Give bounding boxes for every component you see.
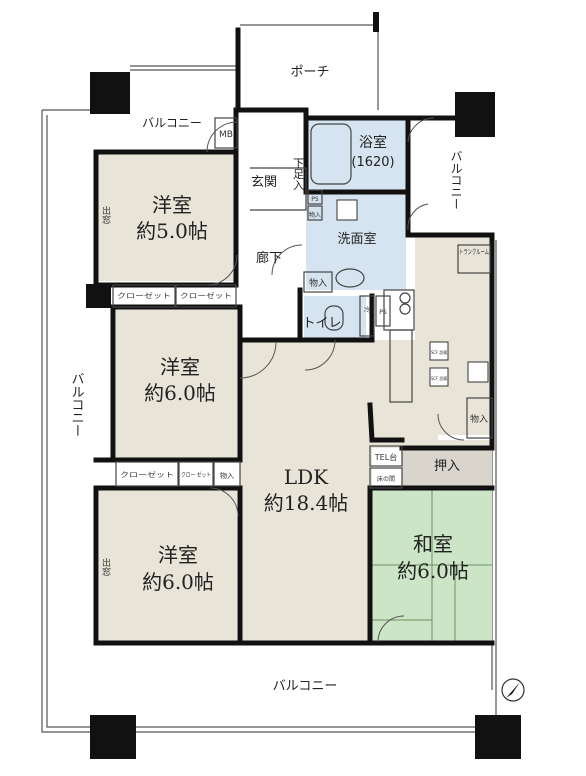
- tatami-lines: [372, 488, 492, 641]
- storage-label-1: 物入: [309, 211, 321, 219]
- trunk-room-label: トランクルーム: [459, 248, 489, 256]
- western-1-size: 約5.0帖: [136, 219, 208, 243]
- demado-label-1: 出窓: [100, 205, 111, 224]
- closet-label-2: クローゼット: [180, 291, 232, 300]
- oshiire-label: 押入: [434, 459, 460, 474]
- genkan-label: 玄関: [251, 175, 277, 190]
- demado-label-2: 出窓: [100, 557, 111, 576]
- ac-icons: [336, 199, 489, 387]
- compass-icon: [501, 678, 525, 702]
- japanese-name: 和室: [413, 532, 453, 556]
- ac-label-1: SCF 設備: [431, 349, 447, 355]
- ac-label-2: SCF 設備: [431, 375, 447, 381]
- western-2-name: 洋室: [160, 355, 200, 379]
- washroom-label: 洗面室: [337, 231, 376, 247]
- balcony-bottom-label: バルコニー: [273, 679, 338, 694]
- fridge-label: 冷: [364, 306, 370, 314]
- tokonoma-label: 床の間: [377, 475, 395, 483]
- western-2-size: 約6.0帖: [144, 381, 216, 405]
- western-3-name: 洋室: [158, 543, 198, 567]
- western-3-size: 約6.0帖: [142, 570, 214, 594]
- toilet-label: トイレ: [302, 316, 341, 331]
- japanese-size: 約6.0帖: [397, 559, 469, 583]
- balcony-top-label: バルコニー: [142, 116, 202, 130]
- ps-label-2: PS: [379, 309, 387, 316]
- balcony-right-label: バルコニー: [449, 150, 463, 210]
- mb-label: MB: [219, 130, 233, 140]
- closet-label-4: クロー ゼット: [181, 471, 211, 479]
- balcony-left-label: バルコニー: [69, 372, 85, 437]
- ldk-size: 約18.4帖: [264, 491, 349, 515]
- bath-size: (1620): [351, 155, 394, 170]
- closet-label-1: クローゼット: [117, 291, 171, 300]
- storage-label-2: 物入: [309, 277, 327, 289]
- tel-label: TEL台: [374, 452, 397, 462]
- storage-label-3: 物入: [470, 413, 488, 425]
- walls: [93, 27, 495, 646]
- room-fills: [98, 118, 492, 641]
- geta-label: 下足入: [292, 158, 305, 191]
- western-1-name: 洋室: [152, 193, 192, 217]
- structural-columns: [86, 12, 521, 759]
- closet-label-3: クローゼット: [120, 470, 174, 479]
- corridor-label: 廊下: [256, 250, 282, 266]
- interior-lines: [112, 117, 493, 489]
- porch-label: ポーチ: [290, 65, 329, 80]
- ps-label-1: PS: [311, 196, 319, 203]
- bath-name: 浴室: [359, 134, 387, 151]
- ldk-name: LDK: [284, 465, 329, 489]
- storage-label-4: 物入: [220, 471, 234, 480]
- door-swings: [206, 117, 465, 643]
